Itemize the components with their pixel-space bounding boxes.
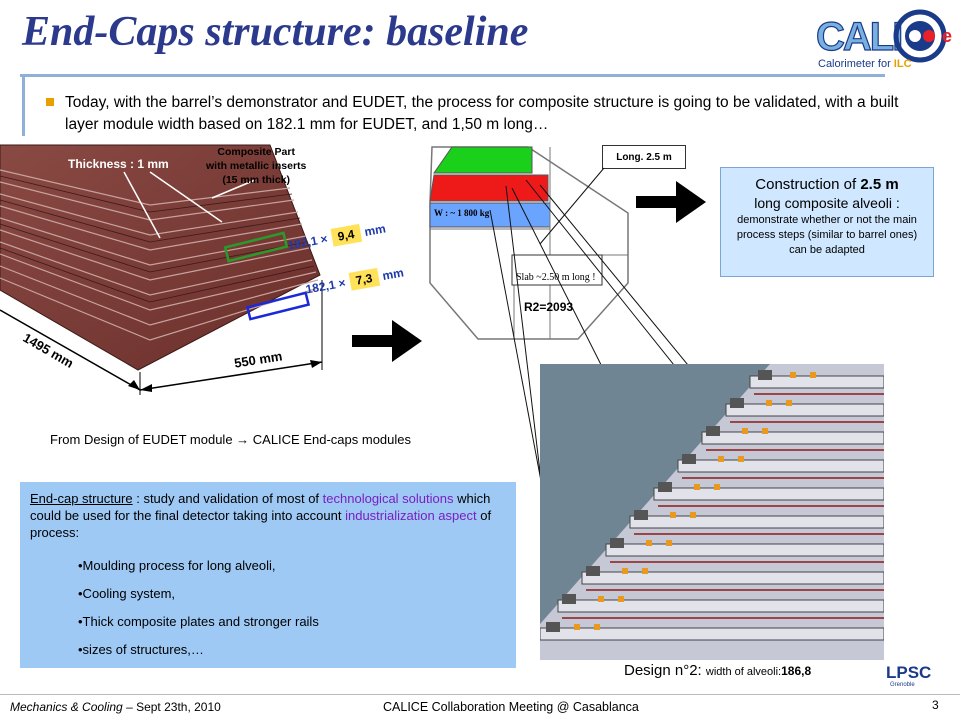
construction-line-1: Construction of 2.5 m — [721, 176, 933, 193]
composite-line-2: with metallic inserts — [206, 160, 307, 172]
panel-intro-purple-2: industrialization aspect — [345, 508, 477, 523]
logo-sub-prefix: Calorimeter for — [818, 58, 894, 70]
from-design-caption: From Design of EUDET module → CALICE End… — [50, 432, 412, 447]
left-accent-bar — [22, 74, 25, 136]
weight-label: W : ~ 1 800 kg — [434, 208, 490, 218]
design-caption: Design n°2: width of alveoli:186,8 — [624, 662, 811, 679]
long-label-box: Long. 2.5 m — [602, 145, 686, 169]
calice-logo: CALI e — [812, 6, 958, 78]
design-caption-value: 186,8 — [781, 664, 812, 678]
bullet-text: Today, with the barrel’s demonstrator an… — [65, 94, 899, 133]
dim1-unit: mm — [363, 221, 387, 239]
panel-intro-underlined: End-cap structure — [30, 491, 133, 506]
footer-left-italic: Mechanics & Cooling — [10, 700, 123, 714]
construction-box: Construction of 2.5 m long composite alv… — [720, 167, 934, 277]
panel-intro-a: : study and validation of most of — [132, 491, 323, 506]
footer-rule — [0, 694, 960, 695]
design-caption-main: Design n°2: — [624, 662, 706, 679]
composite-line-1: Composite Part — [217, 146, 295, 158]
page-number: 3 — [932, 698, 939, 712]
layer-stack-figure — [0, 144, 323, 395]
panel-intro-purple-1: technological solutions — [322, 491, 454, 506]
cad-drawing — [540, 364, 884, 660]
panel-intro: End-cap structure : study and validation… — [30, 490, 510, 541]
lpsc-logo: LPSC Grenoble — [884, 660, 956, 688]
dim2-unit: mm — [381, 265, 405, 283]
header-rule — [20, 74, 885, 77]
slide-title: End-Caps structure: baseline — [22, 9, 529, 55]
panel-intro-c: of process: — [30, 508, 492, 540]
panel-list-item: •Thick composite plates and stronger rai… — [78, 614, 319, 629]
arrow-right-icon — [352, 320, 422, 362]
panel-list-item: •sizes of structures,… — [78, 642, 204, 657]
panel-intro-b: which could be used for the final detect… — [30, 491, 491, 523]
logo-sub-accent: ILC — [893, 58, 912, 70]
bullet-square-icon — [46, 98, 54, 106]
construction-line-2: long composite alveoli : — [754, 195, 900, 211]
logo-subtitle: Calorimeter for ILC — [818, 58, 912, 70]
design-caption-small: width of alveoli: — [705, 666, 782, 678]
footer-middle: CALICE Collaboration Meeting @ Casablanc… — [383, 700, 639, 714]
endcap-structure-panel — [20, 482, 516, 668]
construction-line-3: demonstrate whether or not the main proc… — [736, 214, 918, 256]
composite-part-label: Composite Part with metallic inserts (15… — [206, 145, 306, 187]
panel-list-item: •Moulding process for long alveoli, — [78, 558, 276, 573]
construction-length: 2.5 m — [860, 176, 899, 193]
arrow-right-icon — [636, 181, 706, 223]
footer-left: Mechanics & Cooling – Sept 23th, 2010 — [10, 700, 221, 714]
thickness-label: Thickness : 1 mm — [68, 157, 169, 171]
svg-text:CALI: CALI — [816, 15, 901, 59]
svg-text:e: e — [942, 26, 952, 46]
slab-label: Slab ~2.50 m long ! — [516, 272, 596, 283]
construction-prefix: Construction of — [755, 176, 861, 193]
footer-left-date: – Sept 23th, 2010 — [122, 700, 221, 714]
panel-list-item: •Cooling system, — [78, 586, 176, 601]
svg-text:Grenoble: Grenoble — [890, 682, 915, 688]
composite-line-3: (15 mm thick) — [222, 174, 291, 186]
radius-label: R2=2093 — [524, 300, 574, 314]
svg-text:LPSC: LPSC — [886, 663, 931, 682]
